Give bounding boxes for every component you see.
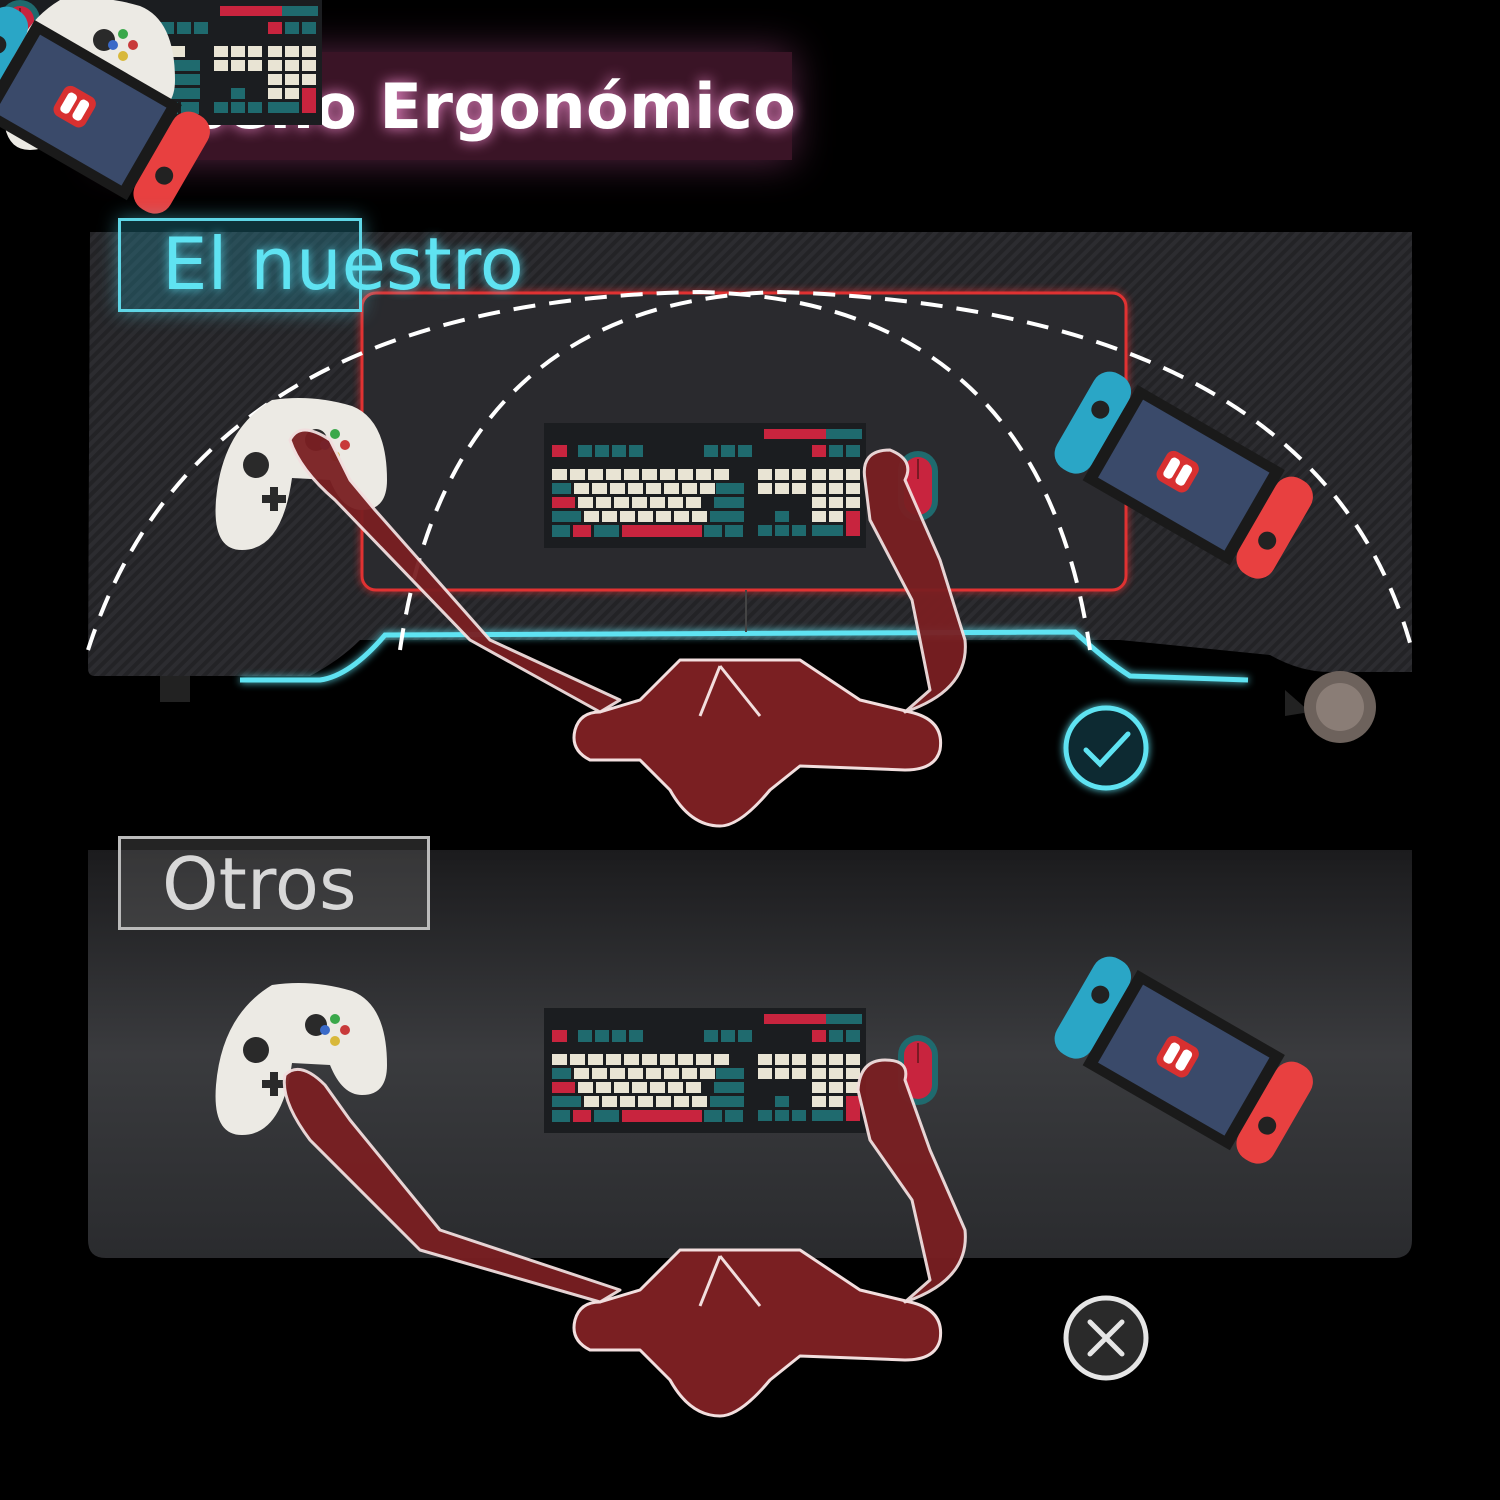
check-icon (1063, 705, 1149, 791)
label-others: Otros (162, 842, 357, 926)
person-others (282, 1058, 967, 1418)
person-ours (288, 428, 967, 828)
cross-icon (1063, 1295, 1149, 1381)
label-ours-box (118, 218, 362, 312)
handheld-console (0, 6, 210, 214)
label-others-box (118, 836, 430, 930)
label-ours: El nuestro (162, 222, 524, 306)
